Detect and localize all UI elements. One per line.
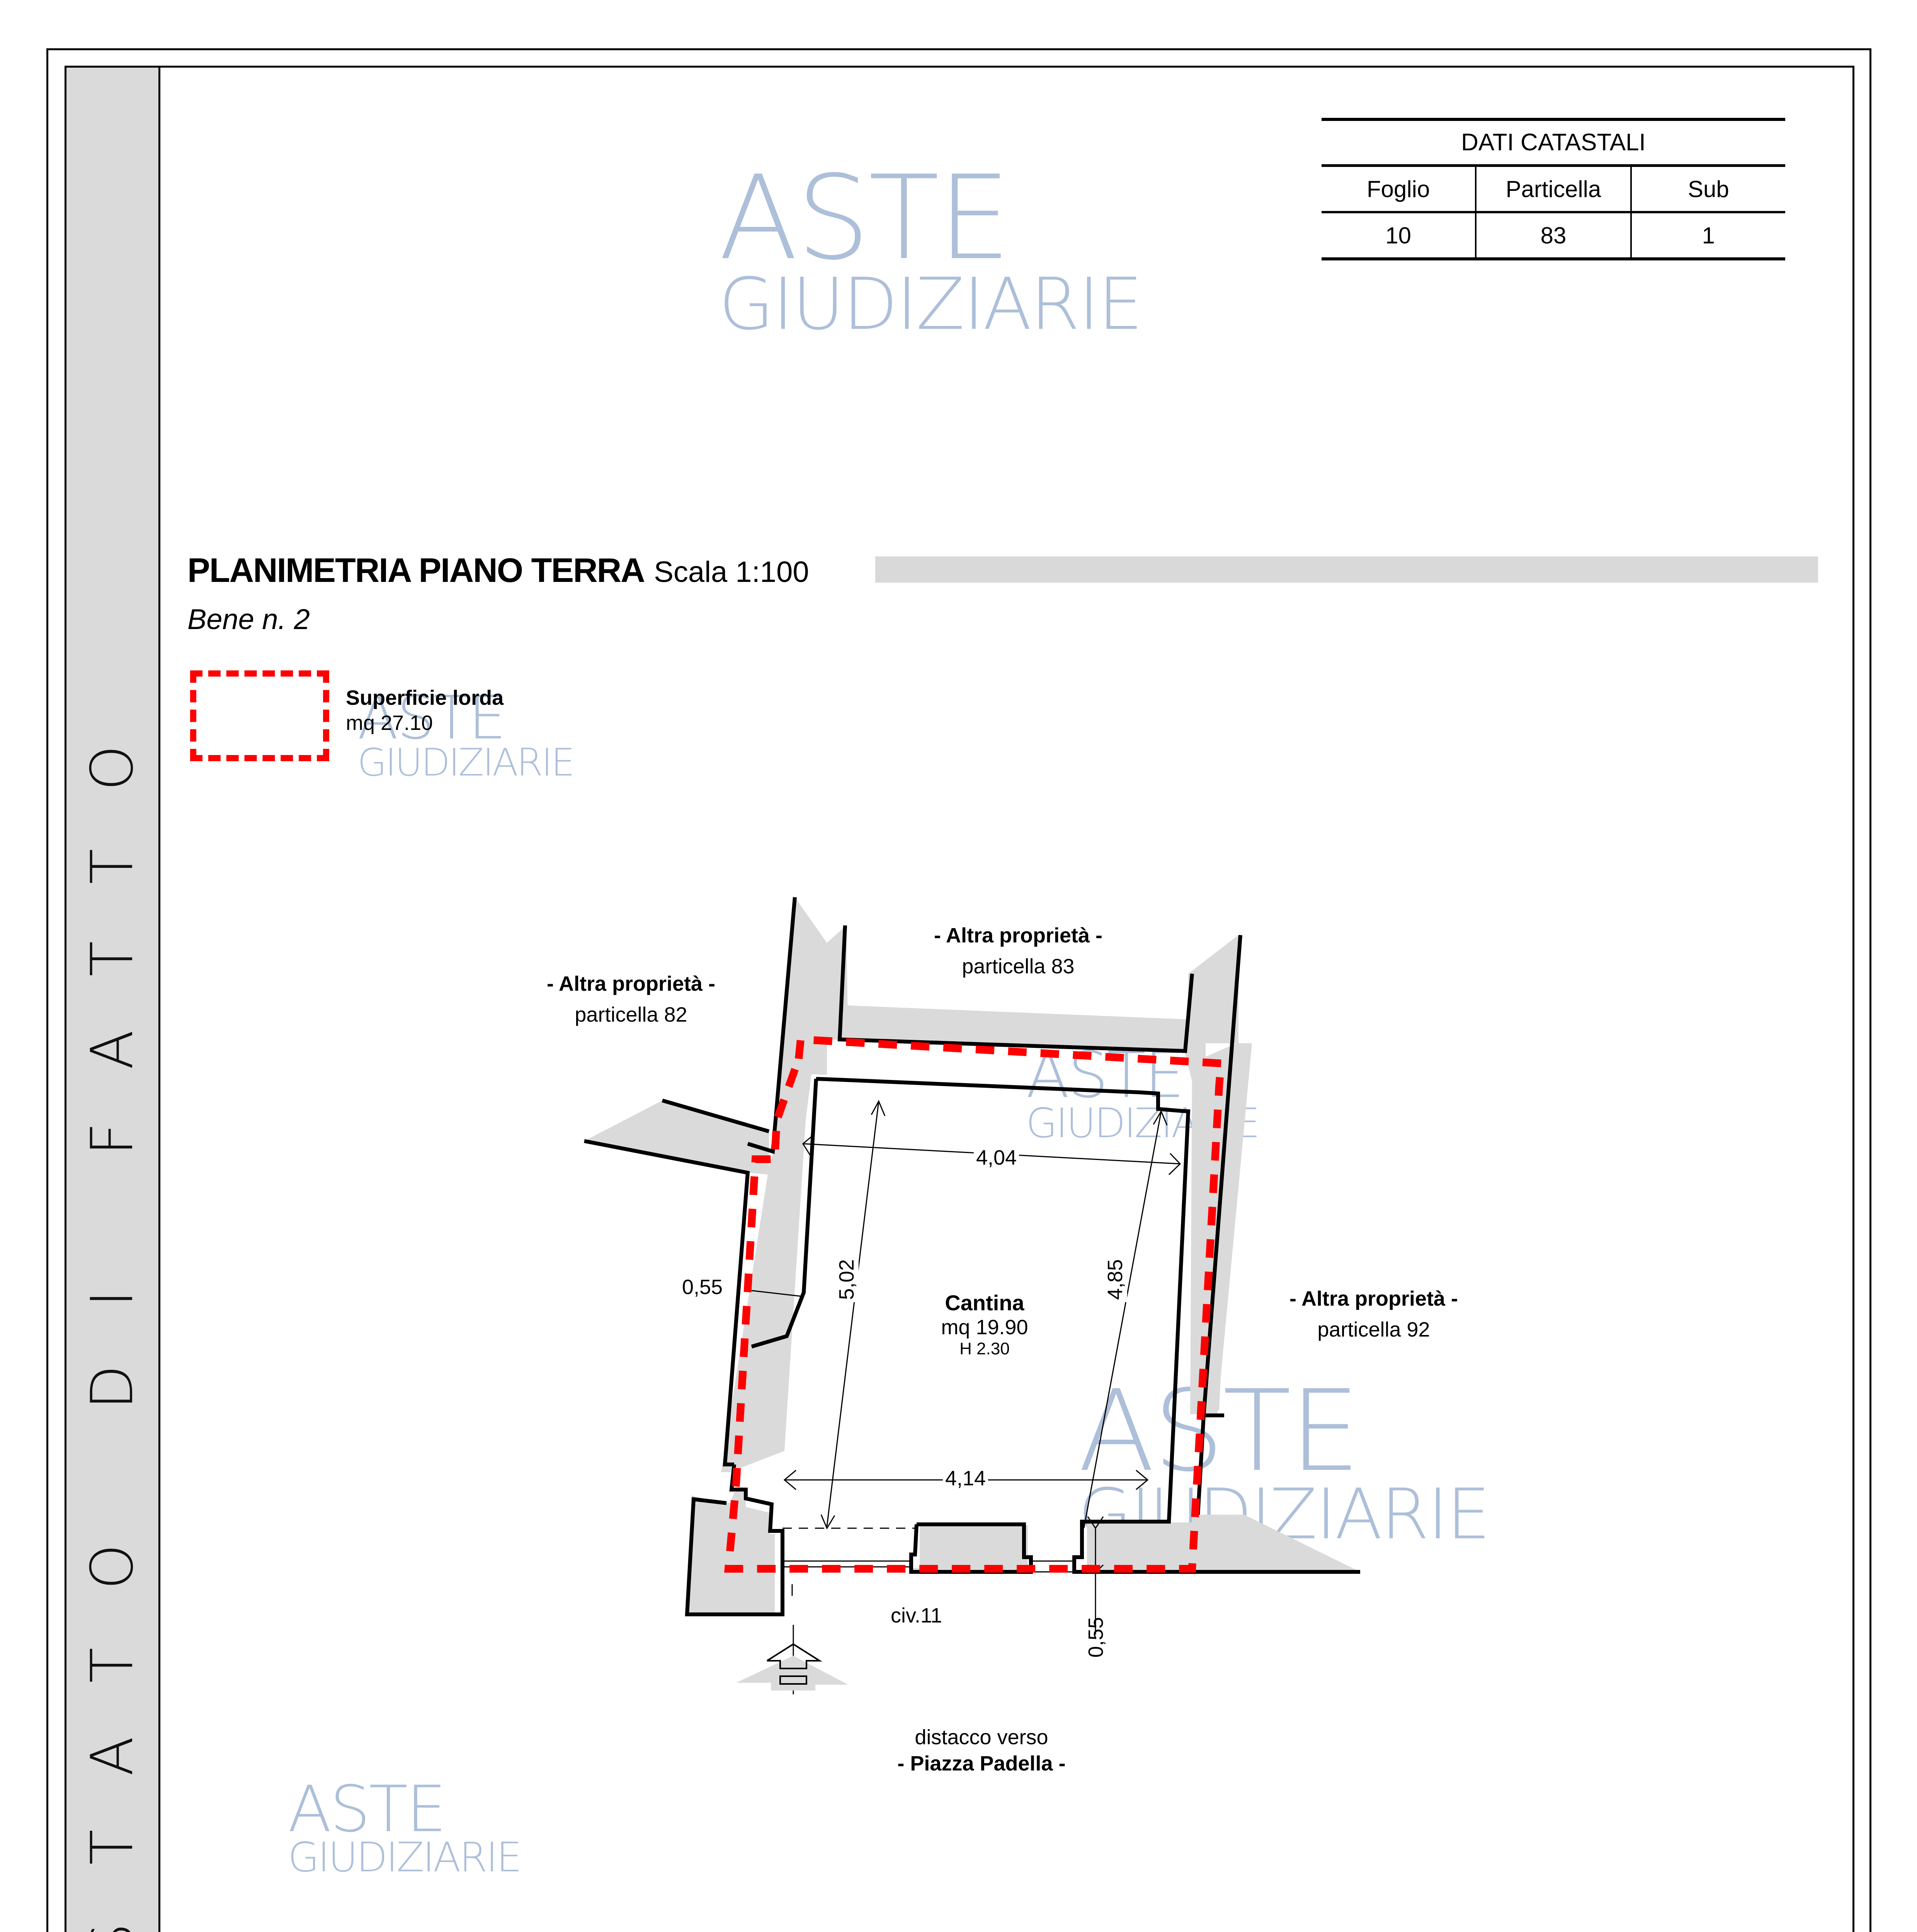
dimension-wall-left: 0,55 [682, 1276, 723, 1299]
dimension-top-width: 4,04 [974, 1146, 1019, 1170]
sidebar: STATO DI FATTO [66, 68, 160, 1932]
entrance-arrow-icon [736, 1643, 848, 1690]
cadastral-header-particella: Particella [1475, 167, 1630, 211]
neighbor-92: - Altra proprietà - particella 92 [1289, 1287, 1458, 1342]
cadastral-value-sub: 1 [1630, 213, 1785, 257]
neighbor-82: - Altra proprietà - particella 82 [547, 972, 715, 1027]
cadastral-value-particella: 83 [1475, 213, 1630, 257]
outer-frame [46, 48, 1871, 1932]
cadastral-table: DATI CATASTALI Foglio Particella Sub 10 … [1322, 118, 1785, 260]
room-height: H 2.30 [959, 1339, 1010, 1359]
legend-dashed-swatch [190, 670, 329, 761]
access-note-line1: distacco verso [915, 1726, 1048, 1749]
plan-title: PLANIMETRIA PIANO TERRA [187, 551, 645, 589]
legend-value: mq 27.10 [346, 711, 433, 735]
room-label: Cantina mq 19.90 H 2.30 [941, 1291, 1028, 1359]
dimension-wall-bottom: 0,55 [1084, 1617, 1107, 1658]
access-note-line2: - Piazza Padella - [897, 1752, 1066, 1775]
dimension-left-depth: 5,02 [835, 1257, 859, 1302]
plan-scale: Scala 1:100 [654, 556, 809, 588]
cadastral-value-foglio: 10 [1385, 222, 1412, 248]
plan-subtitle: Bene n. 2 [187, 603, 310, 635]
access-note: distacco verso - Piazza Padella - [897, 1725, 1065, 1776]
dimension-bottom-width: 4,14 [943, 1466, 988, 1490]
room-area: mq 19.90 [941, 1316, 1028, 1339]
inner-frame [65, 66, 1854, 1932]
neighbor-82-title: - Altra proprietà - [546, 972, 716, 995]
legend-label: Superficie lorda [346, 686, 504, 709]
neighbor-83-title: - Altra proprietà - [934, 924, 1103, 947]
cadastral-title: DATI CATASTALI [1322, 121, 1785, 167]
neighbor-92-title: - Altra proprietà - [1289, 1287, 1458, 1310]
plan-heading: PLANIMETRIA PIANO TERRA Scala 1:100 [187, 551, 809, 590]
entrance-label: civ.11 [891, 1604, 942, 1627]
cadastral-header-sub: Sub [1630, 167, 1785, 211]
cadastral-header-foglio: Foglio [1366, 176, 1430, 202]
room-name: Cantina [945, 1291, 1024, 1315]
cadastral-header-row: Foglio Particella Sub [1322, 167, 1785, 211]
neighbor-82-parcel: particella 82 [575, 1003, 687, 1026]
neighbor-83: - Altra proprietà - particella 83 [934, 923, 1102, 978]
neighbor-83-parcel: particella 83 [962, 955, 1075, 978]
cadastral-value-row: 10 83 1 [1322, 211, 1785, 257]
heading-bar [875, 556, 1818, 583]
neighbor-92-parcel: particella 92 [1317, 1318, 1430, 1341]
dimension-right-depth: 4,85 [1103, 1257, 1127, 1302]
